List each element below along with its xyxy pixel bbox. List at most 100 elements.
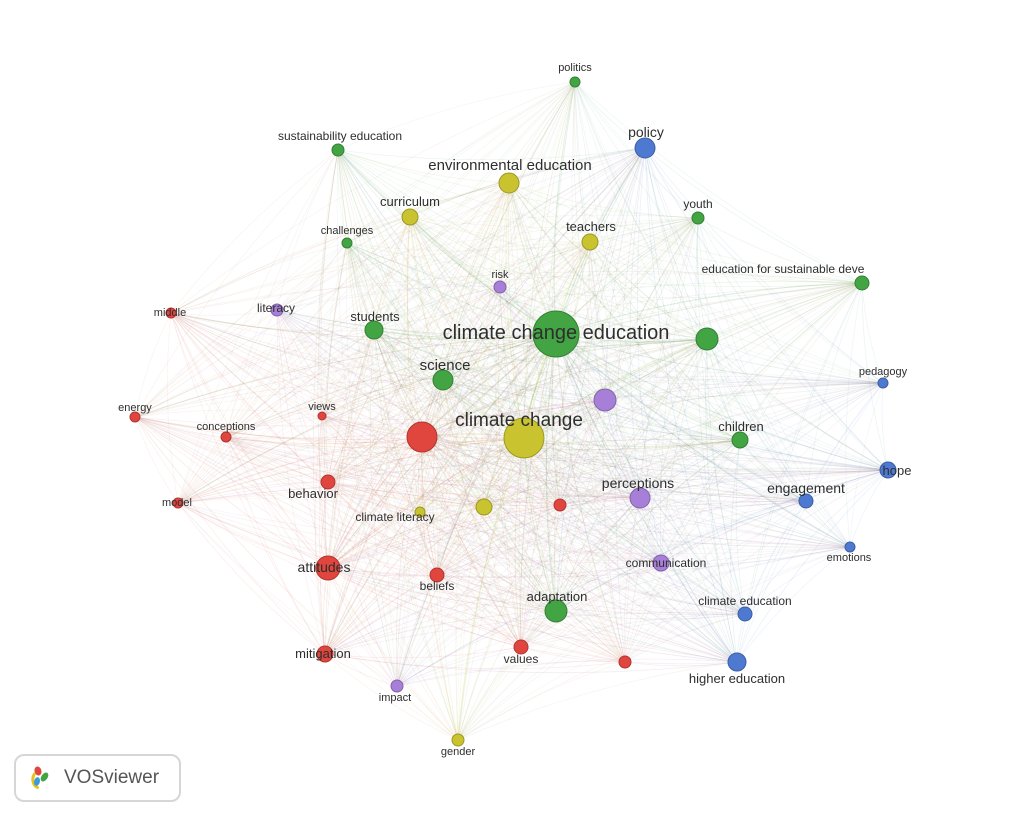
node-hope[interactable] <box>879 461 897 479</box>
node-values[interactable] <box>513 639 529 655</box>
network-edge <box>457 610 557 741</box>
network-edge <box>555 546 851 612</box>
node-attitudes[interactable] <box>315 555 341 581</box>
node-climate-education[interactable] <box>737 606 753 622</box>
node-model[interactable] <box>172 497 184 509</box>
node-middle[interactable] <box>165 307 177 319</box>
node-education-for-sustainable-deve[interactable] <box>854 275 870 291</box>
node-emotions[interactable] <box>844 541 856 553</box>
network-edge <box>225 436 421 513</box>
node-curriculum[interactable] <box>401 208 419 226</box>
node-teachers[interactable] <box>581 233 599 251</box>
node-challenges[interactable] <box>341 237 353 249</box>
vosviewer-logo-icon <box>31 766 49 789</box>
node-risk[interactable] <box>493 280 507 294</box>
network-edge <box>327 481 522 648</box>
network-edge <box>409 216 591 243</box>
node-pedagogy[interactable] <box>877 377 889 389</box>
node-beliefs[interactable] <box>429 567 445 583</box>
network-edge <box>327 567 557 612</box>
node-higher-education[interactable] <box>727 652 747 672</box>
network-edge <box>457 382 884 741</box>
node-unlabeled[interactable] <box>618 655 632 669</box>
network-edge <box>396 382 884 687</box>
network-edge <box>276 309 525 439</box>
network-edge <box>573 81 606 401</box>
node-conceptions[interactable] <box>220 431 232 443</box>
network-edge <box>419 182 510 513</box>
network-edge <box>639 497 738 663</box>
node-unlabeled[interactable] <box>406 421 438 453</box>
node-behavior[interactable] <box>320 474 336 490</box>
network-edge <box>225 436 626 663</box>
network-edge <box>276 309 459 741</box>
network-edge <box>644 147 889 471</box>
node-label-gender: gender <box>441 746 476 758</box>
node-children[interactable] <box>731 431 749 449</box>
network-edge <box>659 217 699 564</box>
node-climate-change-education[interactable] <box>532 310 580 358</box>
network-edge <box>736 546 851 663</box>
network-edge <box>327 282 863 483</box>
network-edge <box>508 182 708 340</box>
network-edge <box>327 338 708 483</box>
network-edge <box>324 562 662 655</box>
network-edge <box>170 312 851 548</box>
network-edge <box>170 149 339 314</box>
node-communication[interactable] <box>652 554 670 572</box>
network-edge <box>337 149 606 401</box>
network-edge <box>419 439 741 513</box>
network-edge <box>483 506 557 612</box>
network-edge <box>276 309 626 663</box>
node-science[interactable] <box>432 369 454 391</box>
node-impact[interactable] <box>390 679 404 693</box>
network-edge <box>327 469 889 569</box>
node-climate-change[interactable] <box>503 417 545 459</box>
network-edge <box>604 217 699 401</box>
network-edge <box>555 610 746 620</box>
network-edge <box>170 312 606 401</box>
node-literacy[interactable] <box>270 303 284 317</box>
network-edge <box>337 149 557 335</box>
network-edge <box>436 574 557 612</box>
network-edge <box>170 312 438 576</box>
network-edge <box>505 182 525 439</box>
network-edge <box>346 242 863 287</box>
node-engagement[interactable] <box>798 493 814 509</box>
node-views[interactable] <box>317 411 327 421</box>
network-edge <box>639 217 699 499</box>
network-edge <box>170 312 889 471</box>
node-unlabeled[interactable] <box>553 498 567 512</box>
node-climate-literacy[interactable] <box>414 506 426 518</box>
network-edge <box>337 149 708 340</box>
network-edge <box>225 436 329 483</box>
network-edge <box>321 415 626 663</box>
node-policy[interactable] <box>634 137 656 159</box>
node-label-youth: youth <box>683 197 712 211</box>
node-perceptions[interactable] <box>629 487 651 509</box>
node-energy[interactable] <box>129 411 141 423</box>
node-students[interactable] <box>364 320 384 340</box>
network-edge <box>805 469 889 502</box>
node-environmental-education[interactable] <box>498 172 520 194</box>
node-adaptation[interactable] <box>544 599 568 623</box>
node-unlabeled[interactable] <box>593 388 617 412</box>
node-gender[interactable] <box>451 733 465 747</box>
network-edge <box>373 329 561 506</box>
network-edge <box>442 81 576 381</box>
node-sustainability-education[interactable] <box>331 143 345 157</box>
node-unlabeled[interactable] <box>475 498 493 516</box>
node-unlabeled[interactable] <box>695 327 719 351</box>
network-edge <box>170 312 423 438</box>
network-edge <box>324 437 525 655</box>
network-edge <box>327 286 501 569</box>
network-edge <box>225 216 411 438</box>
node-youth[interactable] <box>691 211 705 225</box>
network-edge <box>419 282 863 513</box>
network-edge <box>327 147 646 483</box>
network-edge <box>324 241 591 655</box>
network-edge <box>604 399 662 564</box>
node-politics[interactable] <box>569 76 581 88</box>
node-mitigation[interactable] <box>316 645 334 663</box>
